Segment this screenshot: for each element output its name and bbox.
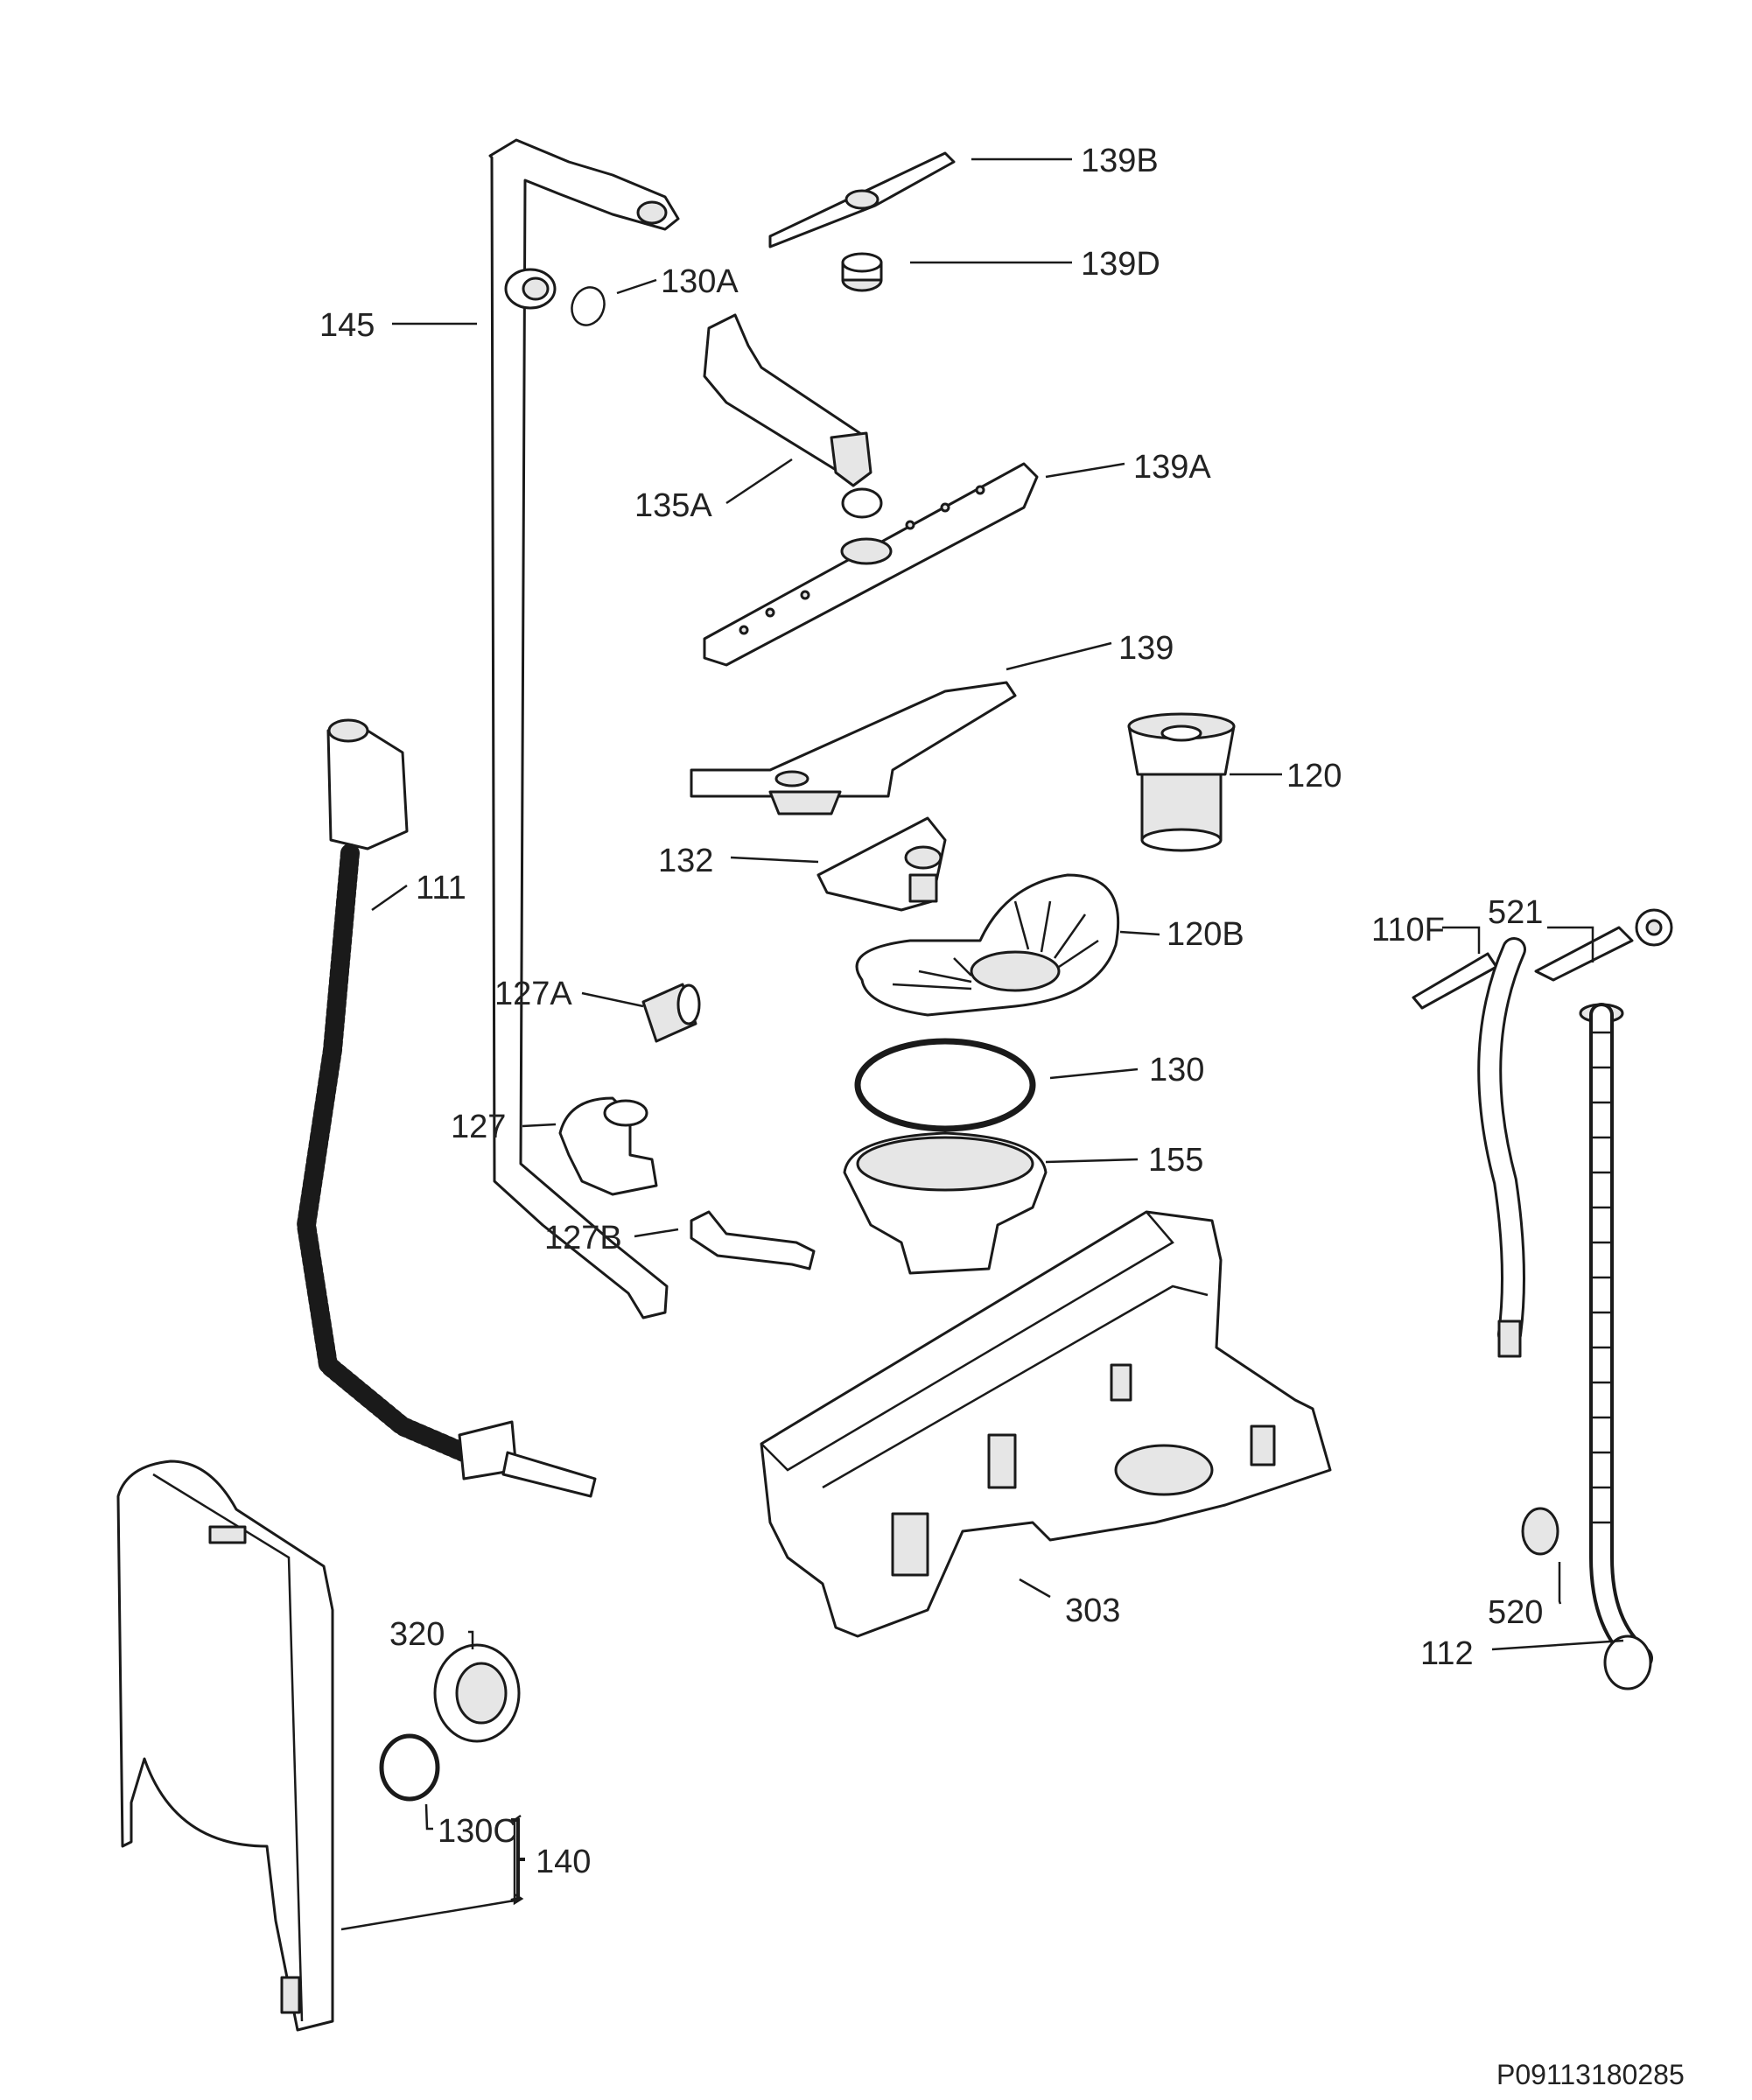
part-139a-middle-spray-arm xyxy=(703,462,1039,667)
label-320: 320 xyxy=(389,1616,445,1653)
label-130: 130 xyxy=(1149,1052,1204,1088)
part-110f-hose xyxy=(1412,937,1526,1358)
label-130a: 130A xyxy=(661,263,739,300)
part-130c-o-ring xyxy=(379,1733,440,1802)
label-127b: 127B xyxy=(544,1220,622,1256)
part-320-seal xyxy=(433,1643,521,1743)
part-520-clip xyxy=(1521,1507,1559,1556)
label-520: 520 xyxy=(1488,1594,1543,1631)
part-127a-connector xyxy=(641,983,701,1043)
part-145-supply-pipe xyxy=(488,138,680,1320)
part-111-inlet-hose xyxy=(296,718,597,1498)
part-130-gasket-ring xyxy=(854,1038,1036,1132)
label-521: 521 xyxy=(1488,894,1543,931)
label-127a: 127A xyxy=(494,976,572,1012)
part-303-base-tray xyxy=(760,1210,1332,1638)
label-303: 303 xyxy=(1065,1592,1120,1629)
part-127-elbow xyxy=(558,1096,658,1196)
label-135a: 135A xyxy=(634,487,712,524)
part-127b-short-hose xyxy=(690,1210,816,1270)
label-139d: 139D xyxy=(1081,246,1160,283)
label-120b: 120B xyxy=(1167,916,1244,953)
label-155: 155 xyxy=(1148,1142,1203,1179)
label-112: 112 xyxy=(1420,1635,1474,1672)
part-155-sump xyxy=(843,1131,1048,1275)
part-120-filter-cup xyxy=(1127,712,1236,852)
leader-lines xyxy=(340,158,1624,1931)
part-132-fitting xyxy=(816,816,947,912)
part-139-lower-spray-arm xyxy=(690,681,1017,816)
label-130c: 130C xyxy=(438,1813,517,1850)
drawing-code: P09113180285 xyxy=(1496,2059,1685,2090)
label-132: 132 xyxy=(658,843,713,879)
part-140-door-panel xyxy=(116,1460,334,2032)
part-112-drain-hose xyxy=(1579,1003,1653,1690)
part-135a-spray-arm-bracket xyxy=(703,313,883,519)
label-140: 140 xyxy=(536,1844,591,1880)
label-110f: 110F xyxy=(1371,912,1445,948)
label-139a: 139A xyxy=(1133,449,1211,486)
label-127: 127 xyxy=(451,1109,506,1145)
part-521-bracket xyxy=(1534,908,1673,982)
part-139d-nut xyxy=(841,252,883,292)
label-139: 139 xyxy=(1118,630,1174,667)
part-120b-filter-plate xyxy=(855,873,1120,1017)
label-139b: 139B xyxy=(1081,143,1159,179)
label-145: 145 xyxy=(319,307,375,344)
part-130a-o-ring xyxy=(571,286,606,326)
label-120: 120 xyxy=(1286,758,1342,794)
label-111: 111 xyxy=(416,870,466,906)
